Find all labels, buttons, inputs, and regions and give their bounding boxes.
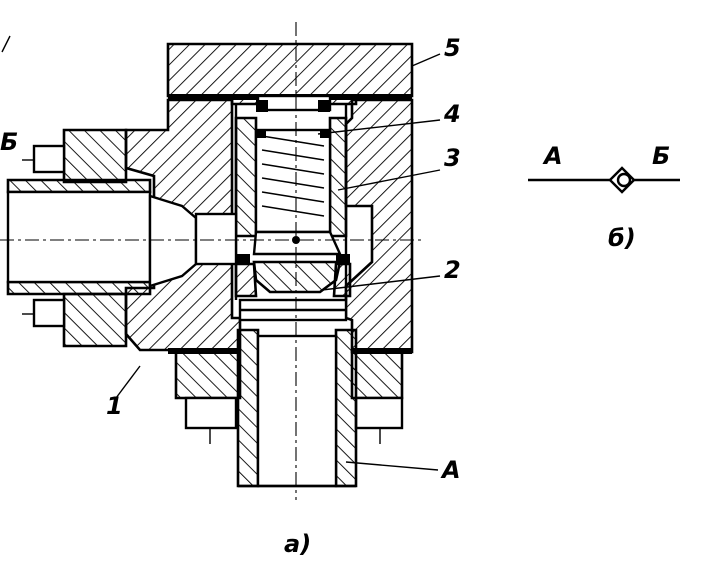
- label-part-1: 1: [106, 392, 123, 420]
- leader-lines: [115, 53, 441, 471]
- inlet-nipple-A: [174, 328, 404, 488]
- outlet-nipple-B: [6, 128, 238, 348]
- label-port-B: Б: [0, 128, 18, 156]
- label-part-4: 4: [443, 100, 461, 128]
- valve-plug-part-2: [234, 230, 352, 322]
- spring-part-4: [256, 100, 330, 217]
- caption-a: а): [284, 530, 311, 558]
- label-port-A: A: [440, 456, 461, 484]
- stray-mark: [1, 35, 11, 53]
- label-part-2: 2: [444, 256, 461, 284]
- symbol-label-A: A: [542, 142, 563, 170]
- label-part-5: 5: [444, 34, 461, 62]
- center-lines: [0, 22, 424, 500]
- label-part-3: 3: [444, 144, 461, 172]
- check-valve-symbol: [528, 166, 680, 194]
- symbol-label-B: Б: [652, 142, 670, 170]
- caption-b: б): [608, 224, 636, 252]
